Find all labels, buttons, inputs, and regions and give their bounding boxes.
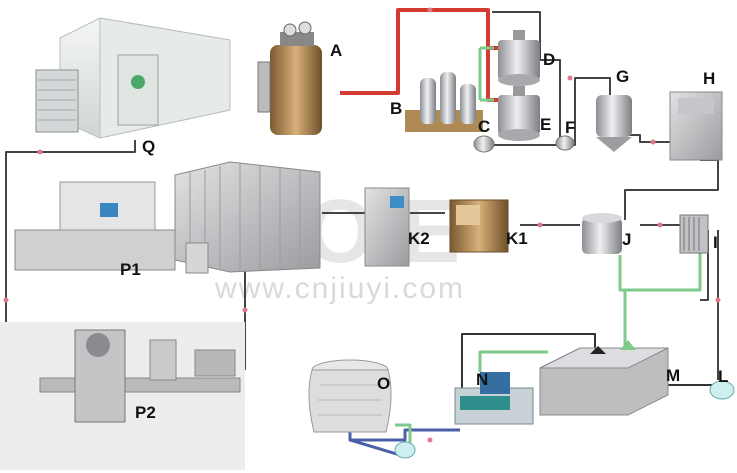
label-p2: P2 [135,403,156,422]
label-n: N [476,370,488,389]
label-j: J [622,230,631,249]
green-loop-pipe [618,230,702,345]
label-k2: K2 [408,229,430,248]
green-n-pipe [478,350,548,372]
label-o: O [377,374,390,393]
steam-pipe [340,8,498,95]
equipment-labels: A B C D E F G H I J K1 K2 L M N O P1 P2 … [120,41,728,422]
label-i: I [713,233,718,252]
homogenizer-h [669,91,723,161]
packing-machine-p2 [0,322,245,470]
chiller-n [454,372,534,425]
label-e: E [540,115,551,134]
tank-j [582,213,622,254]
pump-c [473,135,495,153]
tank-g [596,95,632,152]
freezer-k1 [449,199,509,253]
filling-line-p1 [14,161,321,274]
heat-exchanger-i [679,214,709,254]
label-l: L [718,367,728,386]
label-d: D [543,50,555,69]
label-h: H [703,69,715,88]
label-p1: P1 [120,260,141,279]
pump-o [394,441,416,459]
cold-room-q [35,17,231,139]
label-f: F [565,118,575,137]
cooling-water-pipe [348,418,460,442]
label-a: A [330,41,342,60]
label-q: Q [142,137,155,156]
label-c: C [478,117,490,136]
label-b: B [390,99,402,118]
cabinet-k2 [364,187,410,267]
pump-f [555,135,575,151]
water-treatment-b [405,72,483,132]
watermark-url: www.cnjiuyi.com [214,272,465,305]
product-pipe-h-i [624,159,719,220]
steam-pipe-branch [486,48,498,102]
ice-water-tank-m [539,340,669,416]
label-k1: K1 [506,229,528,248]
tank-e [498,86,540,141]
tank-d [498,30,540,86]
tank-cooling-pipe [478,46,494,102]
label-m: M [666,366,680,385]
pump-l [709,380,735,400]
cooling-tower-o [308,359,392,433]
label-g: G [616,67,629,86]
cooling-water-return [395,423,412,445]
cooling-water-pipe-2 [349,438,401,457]
n-m-pipe [461,333,596,395]
boiler-a [257,21,322,135]
